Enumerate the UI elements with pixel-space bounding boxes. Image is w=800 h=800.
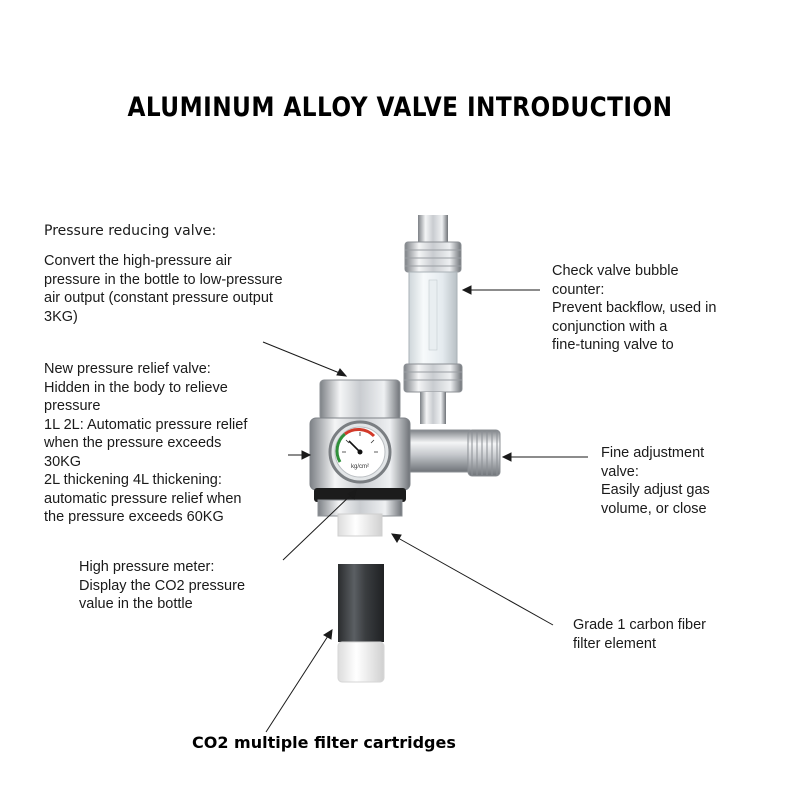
pressure-reducing-body: Convert the high-pressure air pressure i… bbox=[44, 253, 283, 325]
gauge-unit: kg/cm² bbox=[351, 464, 369, 470]
carbon-filter-label: Grade 1 carbon fiber filter element bbox=[573, 617, 706, 652]
relief-valve-label: New pressure relief valve: Hidden in the… bbox=[44, 361, 248, 525]
high-pressure-meter-label: High pressure meter: Display the CO2 pre… bbox=[79, 559, 246, 612]
filter-cartridges-label: CO2 multiple filter cartridges bbox=[192, 733, 456, 752]
filter-cartridge bbox=[337, 564, 385, 683]
callout-lines bbox=[262, 285, 588, 733]
pressure-reducing-heading: Pressure reducing valve: bbox=[44, 223, 217, 239]
connector-cap bbox=[337, 513, 383, 537]
check-valve-bubble-counter bbox=[403, 215, 463, 424]
check-valve-label: Check valve bubble counter: Prevent back… bbox=[552, 263, 717, 353]
fine-adjustment-valve bbox=[399, 429, 501, 477]
page-title: ALUMINUM ALLOY VALVE INTRODUCTION bbox=[127, 92, 673, 123]
high-pressure-gauge: kg/cm² bbox=[328, 420, 392, 484]
fine-adjustment-label: Fine adjustment valve: Easily adjust gas… bbox=[601, 445, 710, 517]
